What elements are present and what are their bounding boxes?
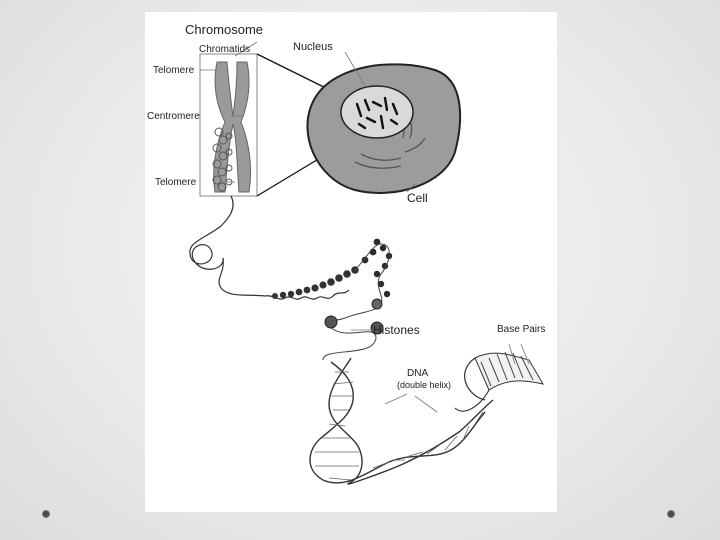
dna-label: DNA	[407, 368, 428, 379]
dna-leader-lines	[385, 394, 437, 412]
solenoid-coil	[272, 266, 359, 299]
chromatids-label: Chromatids	[199, 44, 250, 55]
telomere-bottom-label: Telomere	[155, 177, 197, 188]
dna-double-helix	[310, 358, 493, 484]
circle-bullet-icon	[667, 510, 675, 518]
double-helix-label: (double helix)	[397, 380, 451, 390]
base-pairs-label: Base Pairs	[497, 324, 545, 335]
base-pairs-ladder	[455, 352, 543, 411]
cell-label: Cell	[407, 191, 428, 205]
chromosome-diagram-figure: Chromosome Chromatids Telomere Centromer…	[145, 12, 557, 512]
diagram-svg: Chromosome Chromatids Telomere Centromer…	[145, 12, 557, 512]
centromere-label: Centromere	[147, 111, 200, 122]
nucleus-label: Nucleus	[293, 41, 333, 53]
nucleus-shape	[341, 86, 413, 138]
histones-label: Histones	[373, 323, 420, 337]
telomere-top-label: Telomere	[153, 65, 195, 76]
chromosome-shape	[213, 62, 251, 192]
circle-bullet-icon	[42, 510, 50, 518]
chromosome-label: Chromosome	[185, 22, 263, 37]
